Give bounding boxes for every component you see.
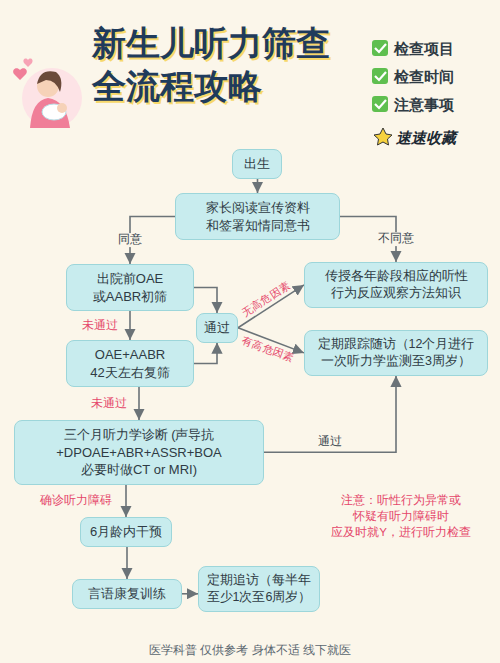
baby bbox=[42, 104, 66, 120]
checklist-icons bbox=[372, 40, 388, 112]
title: 新生儿听力筛查全流程攻略 bbox=[92, 22, 337, 107]
process-box: 通过 bbox=[196, 313, 238, 343]
check-box bbox=[372, 40, 388, 56]
box-text: 出院前OAE 或AABR初筛 bbox=[73, 270, 187, 305]
checklist-item: 检查时间 bbox=[394, 66, 494, 87]
heart bbox=[23, 59, 32, 67]
mother-body bbox=[30, 98, 70, 128]
box-text: 6月龄内干预 bbox=[87, 523, 165, 541]
edge-label: 同意 bbox=[116, 233, 144, 247]
flow-arrow bbox=[129, 311, 131, 340]
flow-arrow bbox=[264, 376, 396, 453]
box-text: 出生 bbox=[239, 155, 275, 173]
flow-arrow bbox=[194, 288, 217, 313]
edge-label: 通过 bbox=[316, 435, 344, 449]
baby-head bbox=[57, 103, 67, 113]
edge-label: 有高危因素 bbox=[238, 332, 298, 365]
footer-note: 医学科普 仅供参考 身体不适 线下就医 bbox=[0, 642, 500, 658]
flow-arrow bbox=[126, 547, 128, 579]
edge-label: 不同意 bbox=[376, 232, 416, 246]
check-mark bbox=[375, 100, 386, 108]
check-box bbox=[372, 96, 388, 112]
box-text: 通过 bbox=[203, 319, 231, 337]
checklist-item: 检查项目 bbox=[394, 38, 494, 59]
heart bbox=[13, 68, 27, 80]
check-box bbox=[372, 68, 388, 84]
edge-label: 无高危因素 bbox=[238, 277, 294, 320]
box-text: 三个月听力学诊断 (声导抗+DPOAE+ABR+ASSR+BOA 必要时做CT … bbox=[21, 426, 257, 479]
checklist-item: 注意事项 bbox=[394, 94, 494, 115]
box-text: OAE+AABR 42天左右复筛 bbox=[73, 346, 187, 381]
process-box: 6月龄内干预 bbox=[80, 517, 172, 547]
process-box: 定期跟踪随访（12个月进行 一次听力学监测至3周岁） bbox=[304, 330, 488, 376]
process-box: 出生 bbox=[232, 149, 282, 179]
edge-label: 确诊听力障碍 bbox=[38, 494, 114, 508]
process-box: 传授各年龄段相应的听性 行为反应观察方法知识 bbox=[304, 262, 488, 308]
box-text: 言语康复训练 bbox=[79, 585, 175, 603]
edge-label: 未通过 bbox=[80, 319, 120, 333]
check-mark bbox=[375, 44, 386, 52]
mother-baby-illustration bbox=[13, 59, 82, 128]
check-mark bbox=[375, 72, 386, 80]
star-icon bbox=[374, 128, 392, 145]
box-text: 定期跟踪随访（12个月进行 一次听力学监测至3周岁） bbox=[311, 336, 481, 370]
flow-arrow bbox=[182, 593, 198, 595]
note: 注意：听性行为异常或 怀疑有听力障碍时 应及时就Y，进行听力检查 bbox=[326, 492, 476, 540]
flow-arrow bbox=[257, 179, 259, 193]
flow-arrow bbox=[194, 343, 217, 364]
process-box: 家长阅读宣传资料 和签署知情同意书 bbox=[175, 193, 340, 240]
mother-hair bbox=[37, 71, 61, 92]
process-box: 定期追访（每半年 至少1次至6周岁） bbox=[198, 566, 320, 612]
process-box: OAE+AABR 42天左右复筛 bbox=[66, 340, 194, 387]
process-box: 言语康复训练 bbox=[72, 579, 182, 609]
save-badge: 速速收藏 bbox=[396, 127, 496, 148]
edge-label: 未通过 bbox=[89, 397, 129, 411]
halo bbox=[22, 68, 82, 128]
box-text: 定期追访（每半年 至少1次至6周岁） bbox=[205, 572, 313, 606]
flow-arrow bbox=[138, 387, 140, 420]
flow-arrow bbox=[125, 485, 127, 517]
process-box: 出院前OAE 或AABR初筛 bbox=[66, 264, 194, 311]
box-text: 传授各年龄段相应的听性 行为反应观察方法知识 bbox=[311, 268, 481, 302]
box-text: 家长阅读宣传资料 和签署知情同意书 bbox=[182, 199, 333, 234]
process-box: 三个月听力学诊断 (声导抗+DPOAE+ABR+ASSR+BOA 必要时做CT … bbox=[14, 420, 264, 485]
